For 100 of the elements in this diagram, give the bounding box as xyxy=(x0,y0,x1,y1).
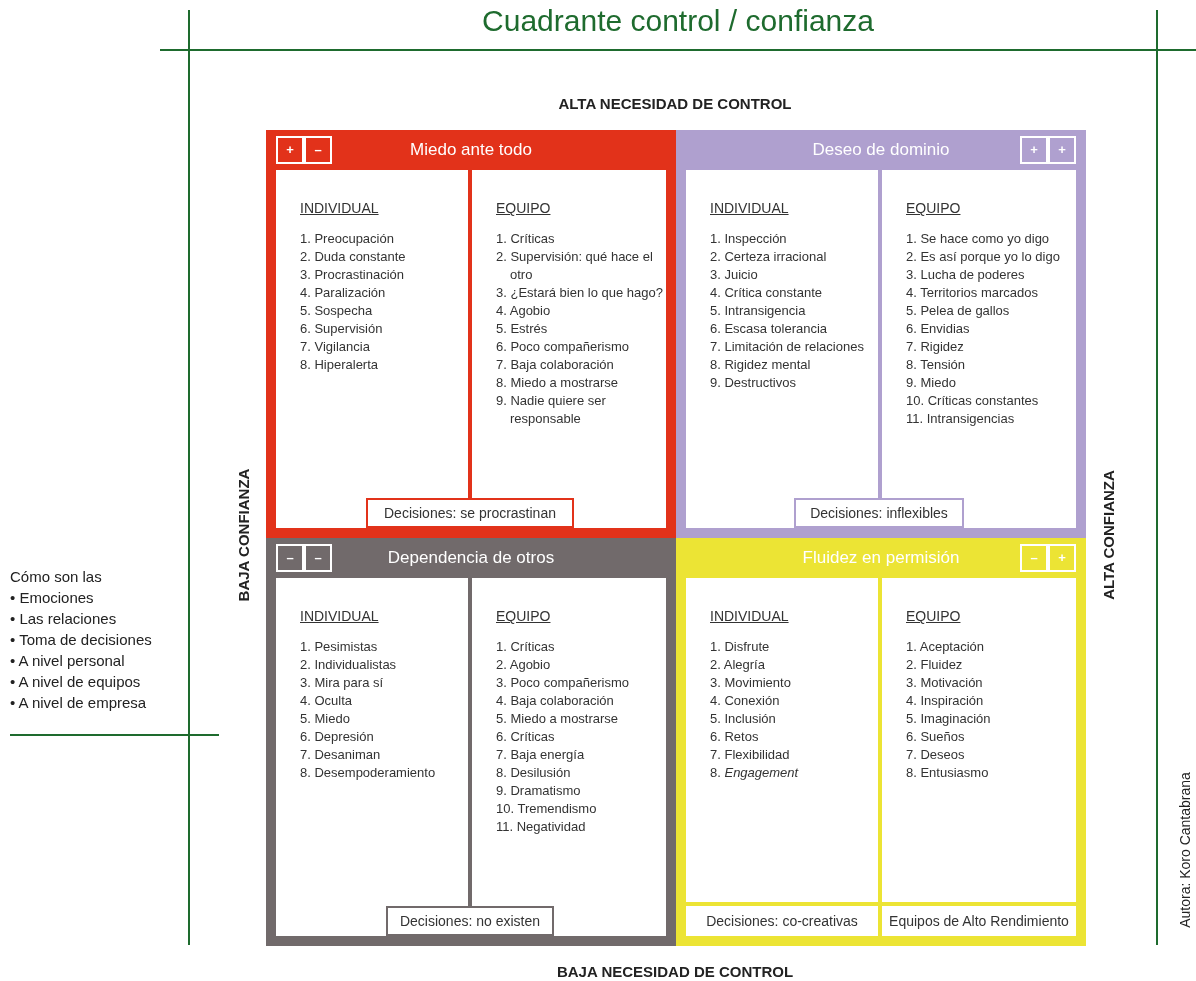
list-item: 6. Críticas xyxy=(496,728,555,746)
list-item: 1. Disfrute xyxy=(710,638,770,656)
column-heading: INDIVIDUAL xyxy=(710,200,789,216)
sign-box: + xyxy=(276,136,304,164)
column-panel xyxy=(882,578,1076,902)
list-item: 8. Entusiasmo xyxy=(906,764,989,782)
list-item: 2. Individualistas xyxy=(300,656,397,674)
column-panel xyxy=(686,578,878,902)
list-item: 4. Agobio xyxy=(496,302,551,320)
sign-box: + xyxy=(1048,544,1076,572)
diagram-title: Cuadrante control / confianza xyxy=(482,4,874,38)
list-item: 5. Pelea de gallos xyxy=(906,302,1010,320)
bullet-item: • A nivel de equipos xyxy=(10,673,141,690)
list-item: 6. Sueños xyxy=(906,728,965,746)
list-item: 6. Supervisión xyxy=(300,320,383,338)
list-item: 7. Flexibilidad xyxy=(710,746,790,764)
sign-box: – xyxy=(304,136,332,164)
list-item: 1. Inspección xyxy=(710,230,787,248)
list-item: 7. Baja colaboración xyxy=(496,356,614,374)
column-heading: INDIVIDUAL xyxy=(710,608,789,624)
list-item: 3. Motivación xyxy=(906,674,983,692)
list-item: 6. Envidias xyxy=(906,320,970,338)
list-item: 2. Agobio xyxy=(496,656,551,674)
list-item: 4. Crítica constante xyxy=(710,284,822,302)
quadrant-panel xyxy=(266,538,676,946)
list-item: 7. Desaniman xyxy=(300,746,381,764)
list-item: 5. Estrés xyxy=(496,320,548,338)
list-item: 4. Paralización xyxy=(300,284,386,302)
list-item: 5. Imaginación xyxy=(906,710,991,728)
list-item: 5. Miedo a mostrarse xyxy=(496,710,619,728)
list-item: 8. Miedo a mostrarse xyxy=(496,374,619,392)
list-item: 1. Se hace como yo digo xyxy=(906,230,1050,248)
quadrant-panel xyxy=(266,130,676,538)
list-item: 8. Desempoderamiento xyxy=(300,764,436,782)
axis-label: ALTA CONFIANZA xyxy=(1099,470,1117,600)
axis-label: BAJA NECESIDAD DE CONTROL xyxy=(556,963,794,980)
bullet-item: • Las relaciones xyxy=(10,610,117,627)
list-item: 7. Rigidez xyxy=(906,338,964,356)
list-item: 11. Intransigencias xyxy=(906,410,1015,428)
list-item: 1. Críticas xyxy=(496,230,555,248)
list-item: 1. Aceptación xyxy=(906,638,985,656)
decision-box: Decisiones: no existen xyxy=(386,906,554,936)
list-item: 10. Críticas constantes xyxy=(906,392,1039,410)
list-item: 3. Movimiento xyxy=(710,674,791,692)
list-item: 3. ¿Estará bien lo que hago? xyxy=(496,284,663,302)
list-item: 8. Tensión xyxy=(906,356,966,374)
quadrant-panel xyxy=(676,538,1086,946)
quadrant-panel xyxy=(676,130,1086,538)
sign-box: + xyxy=(1020,136,1048,164)
sign-box: – xyxy=(1020,544,1048,572)
decision-box: Decisiones: se procrastinan xyxy=(366,498,574,528)
list-item: 9. Destructivos xyxy=(710,374,796,392)
list-item: 5. Sospecha xyxy=(300,302,373,320)
list-item: 8. Engagement xyxy=(710,764,799,782)
column-heading: INDIVIDUAL xyxy=(300,200,379,216)
list-item: 9. Nadie quiere ser responsable xyxy=(496,392,607,428)
list-item: 11. Negatividad xyxy=(496,818,586,836)
list-item: 1. Críticas xyxy=(496,638,555,656)
decision-box: Decisiones: inflexibles xyxy=(794,498,964,528)
list-item: 2. Alegría xyxy=(710,656,766,674)
list-item: 7. Deseos xyxy=(906,746,965,764)
list-item: 4. Inspiración xyxy=(906,692,984,710)
list-item: 8. Rigidez mental xyxy=(710,356,811,374)
list-item: 2. Fluidez xyxy=(906,656,963,674)
list-item: 1. Preocupación xyxy=(300,230,394,248)
bullet-item: • Toma de decisiones xyxy=(10,631,152,648)
list-item: 4. Territorios marcados xyxy=(906,284,1038,302)
list-item: 4. Oculta xyxy=(300,692,353,710)
quadrant-title: Fluidez en permisión xyxy=(802,548,960,568)
column-panel xyxy=(882,170,1076,528)
list-item: 1. Pesimistas xyxy=(300,638,378,656)
list-item: 3. Procrastinación xyxy=(300,266,405,284)
column-heading: EQUIPO xyxy=(496,608,551,624)
sign-box: – xyxy=(304,544,332,572)
column-panel xyxy=(472,578,666,936)
list-item: 8. Desilusión xyxy=(496,764,571,782)
sign-box: + xyxy=(1048,136,1076,164)
list-item: 2. Duda constante xyxy=(300,248,406,266)
decision-box: Equipos de Alto Rendimiento xyxy=(882,906,1076,936)
list-item: 6. Depresión xyxy=(300,728,374,746)
list-item: 5. Miedo xyxy=(300,710,350,728)
list-item: 7. Limitación de relaciones xyxy=(710,338,864,356)
list-item: 3. Juicio xyxy=(710,266,758,284)
list-item: 9. Miedo xyxy=(906,374,956,392)
list-item: 4. Baja colaboración xyxy=(496,692,614,710)
list-item: 2. Certeza irracional xyxy=(710,248,827,266)
axis-label: BAJA CONFIANZA xyxy=(234,468,252,602)
list-item: 6. Retos xyxy=(710,728,759,746)
list-item: 3. Mira para sí xyxy=(300,674,384,692)
list-item: 5. Inclusión xyxy=(710,710,776,728)
quadrant-title: Miedo ante todo xyxy=(410,140,532,160)
list-item: 3. Lucha de poderes xyxy=(906,266,1025,284)
quadrant-title: Deseo de dominio xyxy=(812,140,950,160)
list-item: 10. Tremendismo xyxy=(496,800,597,818)
column-heading: EQUIPO xyxy=(496,200,551,216)
list-item: 8. Hiperalerta xyxy=(300,356,379,374)
sign-box: – xyxy=(276,544,304,572)
author-credit: Autora: Koro Cantabrana xyxy=(1177,772,1193,928)
list-item: 6. Escasa tolerancia xyxy=(710,320,828,338)
axis-label: ALTA NECESIDAD DE CONTROL xyxy=(558,95,792,112)
